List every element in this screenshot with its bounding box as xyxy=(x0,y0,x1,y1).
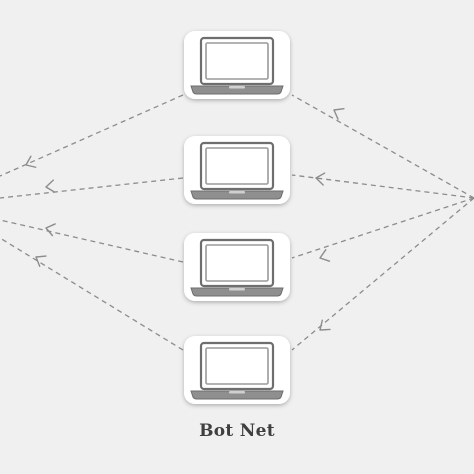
dashed-connector-left-2 xyxy=(0,177,184,199)
arrow-head-icon xyxy=(319,319,331,331)
arrow-head-icon xyxy=(315,172,326,186)
arrow-head-icon xyxy=(319,249,331,262)
laptop-icon xyxy=(190,36,284,95)
arrow-head-icon xyxy=(25,155,37,168)
arrow-head-icon xyxy=(333,108,345,120)
dashed-connector-left-1 xyxy=(0,94,184,177)
laptop-icon xyxy=(190,141,284,200)
laptop-node-3 xyxy=(184,233,290,301)
dashed-connector-right-4 xyxy=(291,197,474,351)
laptop-icon xyxy=(190,238,284,297)
dashed-connector-right-3 xyxy=(291,197,474,259)
laptop-nodes xyxy=(184,31,290,404)
laptop-node-4 xyxy=(184,336,290,404)
dashed-connector-right-2 xyxy=(291,174,474,199)
diagram-caption: Bot Net xyxy=(199,421,275,441)
laptop-node-1 xyxy=(184,31,290,99)
arrow-head-icon xyxy=(45,179,56,193)
dashed-connector-left-4 xyxy=(0,237,184,351)
laptop-icon xyxy=(190,341,284,400)
laptop-node-2 xyxy=(184,136,290,204)
connection-lines xyxy=(0,94,474,351)
arrow-head-icon xyxy=(35,255,47,267)
arrow-head-icon xyxy=(45,223,56,237)
dashed-connector-left-3 xyxy=(0,219,184,263)
dashed-connector-right-1 xyxy=(291,94,474,199)
